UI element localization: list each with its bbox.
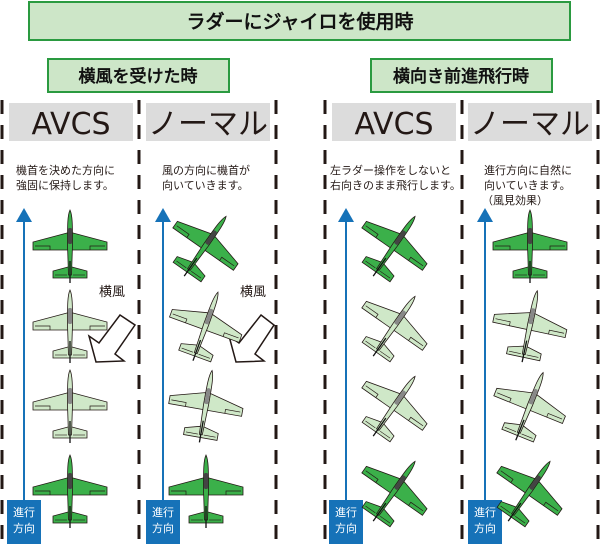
airplane-icon <box>172 215 239 283</box>
wind-label: 横風 <box>99 285 125 300</box>
description: 強固に保持します。 <box>16 178 114 192</box>
plane-canopy <box>68 473 72 489</box>
mode-label-avcs: AVCS <box>31 107 110 142</box>
plane-canopy <box>68 228 72 244</box>
direction-label-box <box>468 500 502 544</box>
mode-label-normal: ノーマル <box>470 107 590 142</box>
description: （風見効果） <box>482 193 548 207</box>
mode-box <box>332 103 456 141</box>
plane-canopy <box>68 308 72 324</box>
mode-box <box>468 103 592 141</box>
direction-label-box <box>7 500 41 544</box>
mode-box <box>146 103 270 141</box>
arrow-up-icon <box>155 208 171 222</box>
plane-rudder <box>372 417 387 437</box>
plane-rudder <box>192 339 202 361</box>
plane-canopy <box>394 310 406 325</box>
plane-rudder <box>507 502 522 522</box>
direction-label: 方向 <box>335 521 357 535</box>
airplane-icon <box>32 289 108 363</box>
plane-canopy <box>205 230 217 245</box>
direction-label-box <box>329 500 363 544</box>
description: 向いていきます。 <box>162 178 249 192</box>
mode-label-normal: ノーマル <box>148 107 268 142</box>
plane-canopy <box>528 228 532 244</box>
direction-label-box <box>146 500 180 544</box>
dashed-dividers <box>0 100 600 550</box>
description: 進行方向に自然に <box>484 163 572 177</box>
direction-label: 進行 <box>13 506 35 519</box>
airplane-icon <box>32 369 108 443</box>
title-text: ラダーにジャイロを使用時 <box>186 10 413 33</box>
arrow-up-icon <box>338 208 354 222</box>
airplane-icon <box>493 371 566 443</box>
airplane-icon <box>361 215 428 283</box>
direction-arrow: 進行方向 <box>146 208 180 544</box>
plane-rudder <box>183 257 198 277</box>
section-heading-crosswind: 横風を受けた時 <box>79 66 198 87</box>
airplane-icon <box>361 295 428 363</box>
arrow-up-icon <box>16 208 32 222</box>
direction-arrow: 進行方向 <box>468 208 502 544</box>
plane-canopy <box>394 390 406 405</box>
plane-canopy <box>204 473 208 489</box>
description: 右向きのまま飛行します。 <box>330 178 461 192</box>
description: 向いていきます。 <box>484 178 571 192</box>
direction-label: 進行 <box>335 506 357 519</box>
plane-canopy <box>528 388 538 405</box>
plane-rudder <box>515 419 525 441</box>
airplane-icon <box>361 375 428 443</box>
plane-canopy <box>204 308 214 325</box>
section-heading-box-crosswind <box>47 58 230 93</box>
airplane-icon <box>496 460 563 528</box>
plane-canopy <box>394 475 406 490</box>
wind-arrow-icon <box>87 313 137 363</box>
plane-canopy <box>528 308 536 325</box>
section-heading-box-sideways <box>370 58 553 93</box>
plane-canopy <box>204 388 211 405</box>
airplane-icon <box>168 369 244 443</box>
direction-label: 進行 <box>152 506 174 519</box>
direction-label: 方向 <box>474 521 496 535</box>
airplane-icon <box>492 209 568 283</box>
direction-label: 方向 <box>13 521 35 535</box>
plane-rudder <box>372 337 387 357</box>
airplane-icon <box>32 454 108 528</box>
airplane-icon <box>32 209 108 283</box>
mode-label-avcs: AVCS <box>354 107 433 142</box>
plane-canopy <box>68 388 72 404</box>
plane-canopy <box>394 230 406 245</box>
plane-rudder <box>372 502 387 522</box>
description: 左ラダー操作をしないと <box>330 163 451 177</box>
plane-rudder <box>372 257 387 277</box>
arrow-up-icon <box>477 208 493 222</box>
wind-label: 横風 <box>240 285 266 300</box>
direction-label: 方向 <box>152 521 174 535</box>
section-heading-sideways: 横向き前進飛行時 <box>393 66 529 87</box>
airplane-icon <box>492 289 568 363</box>
description: 風の方向に機首が <box>162 163 250 177</box>
title-banner <box>28 1 571 41</box>
description: 機首を決めた方向に <box>16 163 115 177</box>
airplane-icon <box>168 454 244 528</box>
airplane-icon <box>361 460 428 528</box>
plane-rudder <box>521 340 528 363</box>
plane-canopy <box>529 475 541 490</box>
direction-arrow: 進行方向 <box>7 208 41 544</box>
mode-box <box>9 103 133 141</box>
airplane-icon <box>169 291 243 363</box>
plane-rudder <box>198 420 204 443</box>
direction-arrow: 進行方向 <box>329 208 363 544</box>
direction-label: 進行 <box>474 506 496 519</box>
